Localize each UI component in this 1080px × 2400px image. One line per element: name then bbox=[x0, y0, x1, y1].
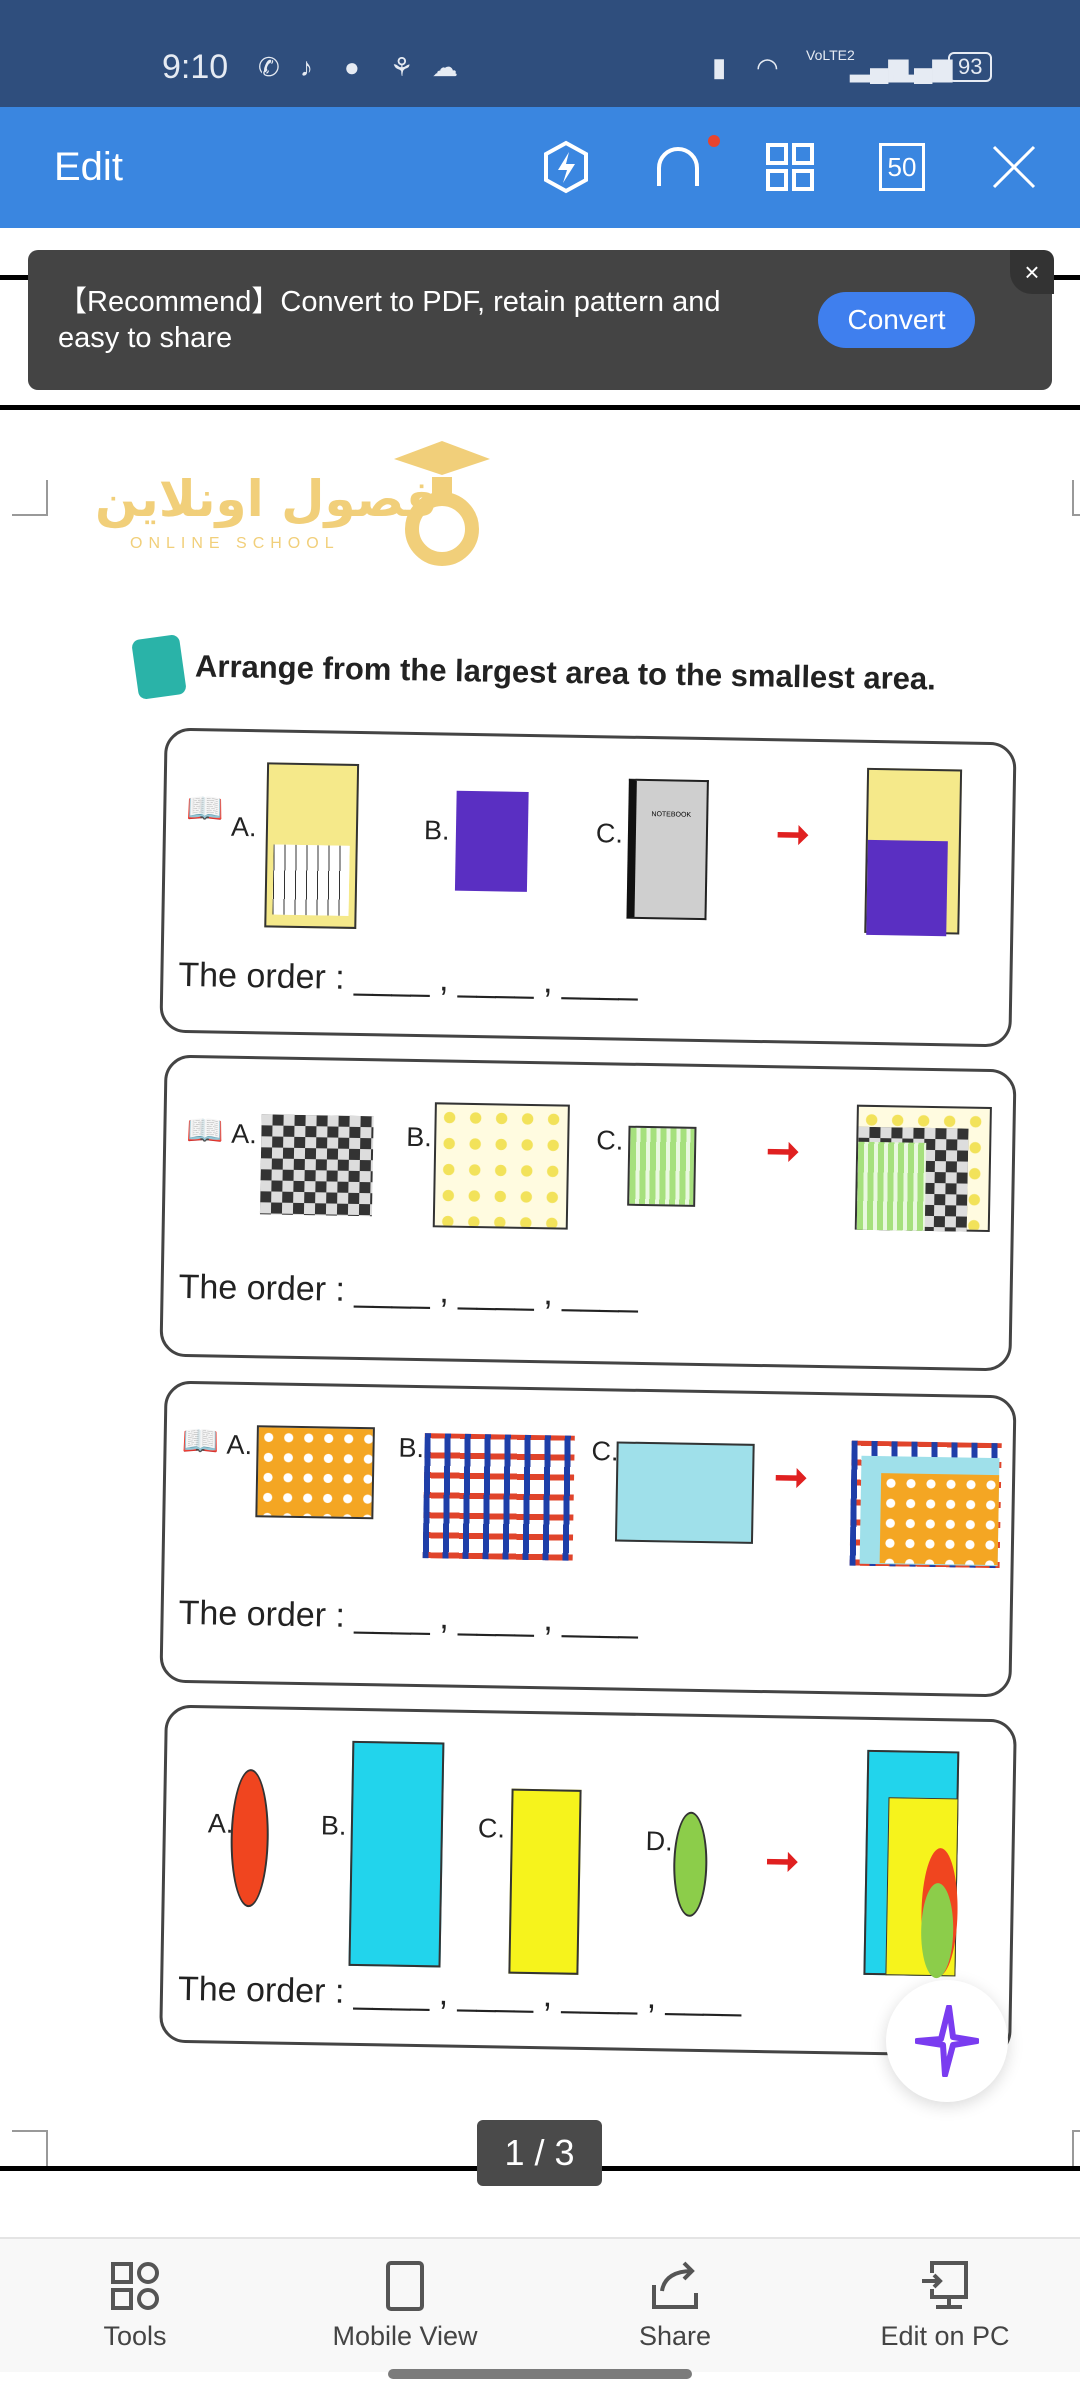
app-icon: ● bbox=[344, 52, 360, 82]
cyan-rectangle bbox=[348, 1740, 445, 1968]
star-pattern bbox=[432, 1102, 570, 1230]
option-label: B. bbox=[406, 1121, 433, 1153]
pencil-icon bbox=[131, 633, 187, 701]
overlap-image bbox=[854, 1104, 992, 1233]
banner-close-button[interactable]: × bbox=[1010, 250, 1054, 294]
calendar-image bbox=[264, 762, 360, 929]
page-corner bbox=[1072, 480, 1080, 516]
book-icon: 📖 bbox=[186, 1113, 225, 1148]
blue-rectangle bbox=[614, 1441, 755, 1544]
diamond-pattern bbox=[259, 1114, 374, 1217]
page-edge bbox=[0, 405, 1080, 410]
convert-button[interactable]: Convert bbox=[818, 292, 975, 348]
logo-icon bbox=[392, 437, 492, 572]
order-line: The order : ____ , ____ , ____ bbox=[178, 1267, 639, 1314]
banner-text: 【Recommend】Convert to PDF, retain patter… bbox=[58, 286, 721, 354]
close-icon[interactable] bbox=[986, 139, 1042, 195]
plaid-pattern bbox=[422, 1433, 575, 1561]
battery-indicator: 93 bbox=[948, 52, 993, 82]
yellow-rectangle bbox=[508, 1788, 582, 1975]
overlap-image bbox=[864, 767, 963, 937]
page-corner bbox=[12, 2130, 48, 2166]
option-label: C. bbox=[595, 818, 624, 849]
signal-icon: ▂▄▆ bbox=[850, 52, 909, 82]
option-label: B. bbox=[398, 1432, 425, 1464]
stripe-pattern bbox=[627, 1125, 697, 1207]
overlap-image bbox=[849, 1440, 1002, 1569]
dot-pattern bbox=[255, 1425, 375, 1520]
logo-arabic: فصول اونلاين bbox=[95, 470, 438, 528]
exercise-box-1: 📖 A. B. C. NOTEBOOK ➞ The order : ____ ,… bbox=[159, 727, 1017, 1048]
whatsapp-icon: ✆ bbox=[258, 52, 280, 82]
bottom-nav: Tools Mobile View Share Edit on PC bbox=[0, 2237, 1080, 2372]
order-line: The order : ____ , ____ , ____ , ____ bbox=[177, 1969, 742, 2018]
status-bar: 9:10 ✆ ♪ ● ⚘ ☁ ▮ ◠ VoLTE2 ▂▄▆ ▂▄▆ 93 bbox=[0, 0, 1080, 107]
option-label: C. bbox=[591, 1436, 619, 1467]
overlap-image bbox=[863, 1749, 960, 1979]
book-icon: 📖 bbox=[186, 791, 224, 826]
wifi-icon: ◠ bbox=[756, 52, 779, 82]
nav-edit-on-pc[interactable]: Edit on PC bbox=[810, 2239, 1080, 2374]
nav-label: Tools bbox=[103, 2321, 167, 2351]
option-label: A. bbox=[230, 811, 257, 843]
nav-label: Edit on PC bbox=[880, 2321, 1010, 2351]
option-label: B. bbox=[423, 815, 450, 846]
notebook-image: NOTEBOOK bbox=[626, 778, 709, 921]
exercise-box-4: A. B. C. D. ➞ The order : ____ , ____ , … bbox=[159, 1704, 1017, 2058]
arrow-icon: ➞ bbox=[773, 1455, 809, 1500]
arrow-icon: ➞ bbox=[764, 1839, 800, 1884]
order-line: The order : ____ , ____ , ____ bbox=[178, 1593, 639, 1640]
nav-label: Share bbox=[638, 2321, 712, 2351]
green-ellipse bbox=[672, 1811, 709, 1918]
order-line: The order : ____ , ____ , ____ bbox=[178, 955, 639, 1002]
page-indicator: 1 / 3 bbox=[477, 2120, 602, 2186]
vibrate-icon: ▮ bbox=[712, 52, 727, 82]
worksheet-heading: Arrange from the largest area to the sma… bbox=[194, 648, 937, 697]
page-corner bbox=[1072, 2130, 1080, 2166]
top-toolbar: Edit 50 bbox=[0, 107, 1080, 228]
signal-icon-2: ▂▄▆ bbox=[894, 52, 953, 82]
tiktok-icon: ♪ bbox=[300, 52, 313, 82]
arrow-icon: ➞ bbox=[775, 812, 810, 857]
page-count-button[interactable]: 50 bbox=[874, 139, 930, 195]
network-label: VoLTE2 bbox=[806, 47, 855, 63]
toolbar-title[interactable]: Edit bbox=[54, 145, 123, 189]
option-label: C. bbox=[596, 1125, 624, 1156]
nav-tools[interactable]: Tools bbox=[0, 2239, 270, 2374]
clock: 9:10 bbox=[162, 48, 229, 86]
grid-icon[interactable] bbox=[762, 139, 818, 195]
red-ellipse bbox=[229, 1768, 270, 1908]
butterfly-icon: ⚘ bbox=[390, 52, 414, 82]
logo-english: ONLINE SCHOOL bbox=[130, 535, 340, 552]
exercise-box-2: 📖 A. B. C. ➞ The order : ____ , ____ , _… bbox=[159, 1054, 1017, 1372]
ai-assistant-button[interactable] bbox=[886, 1980, 1008, 2102]
option-label: C. bbox=[477, 1813, 506, 1844]
lightning-icon[interactable] bbox=[538, 139, 594, 195]
headphones-icon[interactable] bbox=[650, 135, 720, 195]
recommend-banner: 【Recommend】Convert to PDF, retain patter… bbox=[28, 250, 1054, 390]
home-indicator[interactable] bbox=[388, 2369, 692, 2379]
option-label: A. bbox=[231, 1118, 258, 1150]
book-icon: 📖 bbox=[181, 1424, 220, 1459]
cloud-icon: ☁ bbox=[432, 52, 458, 82]
nav-mobile-view[interactable]: Mobile View bbox=[270, 2239, 540, 2374]
notification-dot bbox=[708, 135, 720, 147]
option-label: A. bbox=[226, 1429, 253, 1461]
option-label: B. bbox=[320, 1810, 347, 1841]
arrow-icon: ➞ bbox=[765, 1129, 801, 1174]
exercise-box-3: 📖 A. B. C. ➞ The order : ____ , ____ , _… bbox=[159, 1380, 1017, 1698]
nav-share[interactable]: Share bbox=[540, 2239, 810, 2374]
page-corner bbox=[12, 480, 48, 516]
purple-square bbox=[454, 790, 529, 892]
option-label: D. bbox=[645, 1826, 673, 1857]
nav-label: Mobile View bbox=[332, 2321, 478, 2351]
